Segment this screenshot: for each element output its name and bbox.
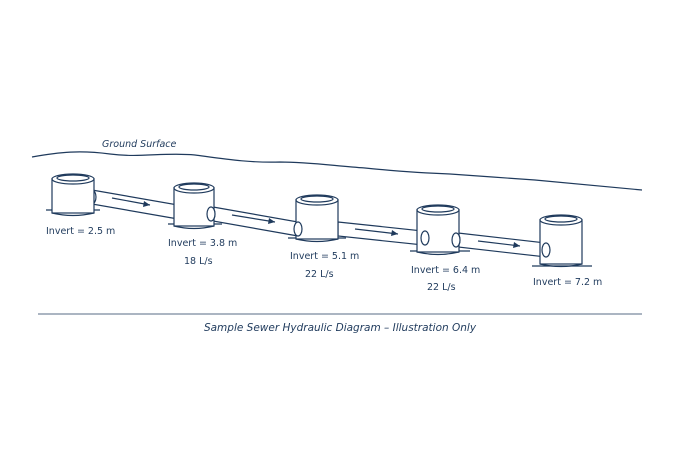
ground-surface-line: [31, 151, 643, 191]
diagram-caption: Sample Sewer Hydraulic Diagram – Illustr…: [204, 322, 477, 334]
pipe-2: [206, 206, 299, 237]
manhole-1: [46, 173, 100, 217]
flow-label-2: 18 L/s: [184, 256, 213, 267]
ground-surface-label: Ground Surface: [102, 139, 177, 150]
manhole-5: [532, 214, 592, 268]
pipe-4: [451, 232, 551, 258]
invert-label-4: Invert = 6.4 m: [411, 265, 480, 276]
pipe-3: [337, 221, 430, 246]
invert-label-1: Invert = 2.5 m: [46, 226, 115, 237]
manhole-2: [168, 182, 222, 230]
pipe-1: [87, 189, 179, 220]
manhole-3: [288, 194, 346, 243]
invert-label-2: Invert = 3.8 m: [168, 238, 237, 249]
invert-label-3: Invert = 5.1 m: [290, 251, 359, 262]
manhole-4: [410, 204, 470, 256]
flow-label-3: 22 L/s: [305, 269, 334, 280]
invert-label-5: Invert = 7.2 m: [533, 277, 602, 288]
flow-label-4: 22 L/s: [427, 282, 456, 293]
